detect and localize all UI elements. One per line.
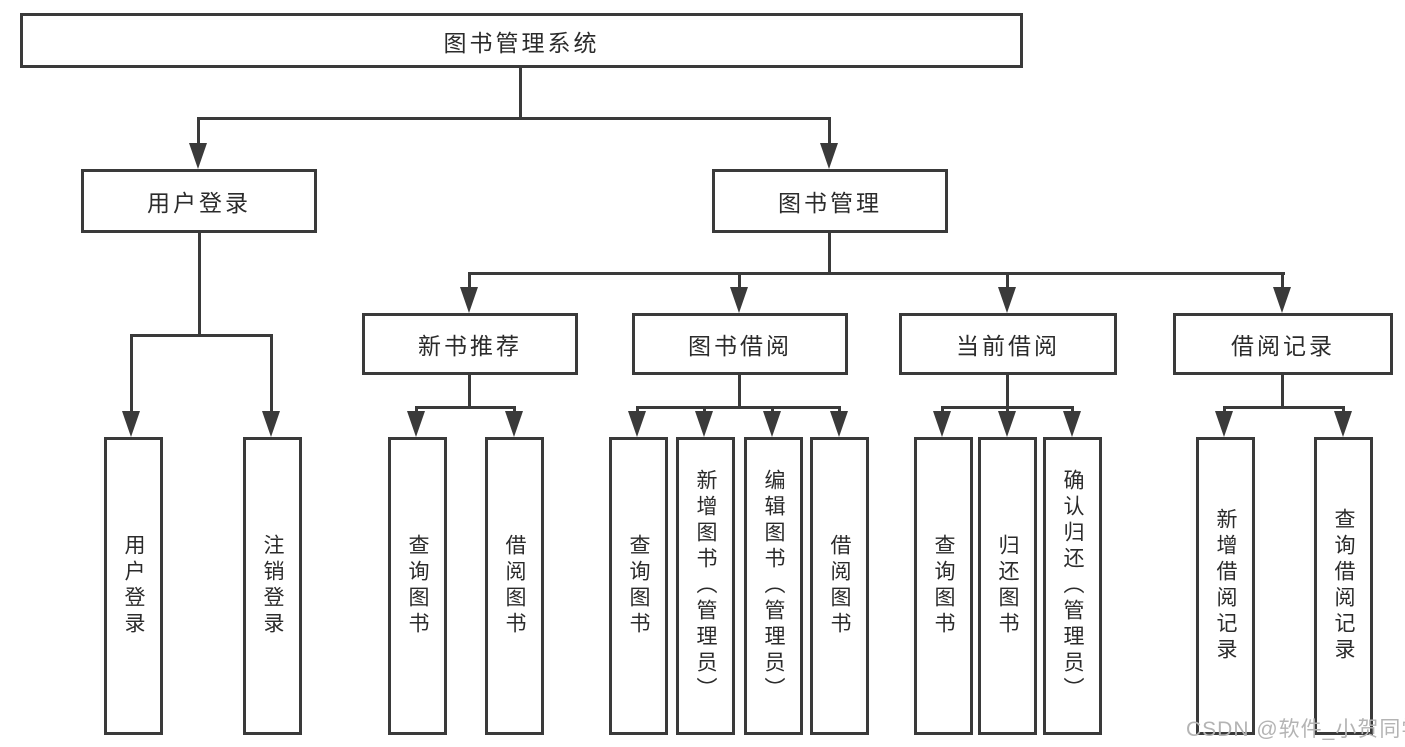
connector-book-management-hbar	[468, 272, 1285, 275]
connector-user-login-stem	[198, 233, 201, 335]
leaf-query-books-borrow: 查询图书	[609, 437, 668, 735]
node-new-book-recommend: 新书推荐	[362, 313, 578, 375]
leaf-add-borrow-record-label: 新增借阅记录	[1214, 508, 1237, 664]
arrow-down-icon	[1063, 411, 1081, 437]
arrow-down-icon	[695, 411, 713, 437]
connector-drop-leaf	[771, 406, 774, 414]
leaf-query-books-label: 查询图书	[932, 534, 955, 638]
arrow-down-icon	[189, 143, 207, 169]
leaf-query-books-label: 查询图书	[406, 534, 429, 638]
connector-drop-leaf	[1342, 406, 1345, 414]
leaf-query-books-recommend: 查询图书	[388, 437, 447, 735]
node-book-borrow-label: 图书借阅	[688, 333, 792, 359]
connector-current-borrow-stem	[1006, 375, 1009, 409]
connector-new-book-stem	[468, 375, 471, 409]
connector-drop-book-borrow	[738, 272, 741, 289]
leaf-query-borrow-record-label: 查询借阅记录	[1332, 508, 1355, 664]
connector-drop-leaf	[415, 406, 418, 414]
arrow-down-icon	[262, 411, 280, 437]
connector-user-login-hbar	[130, 334, 273, 337]
leaf-logout-label: 注销登录	[261, 534, 284, 638]
node-root: 图书管理系统	[20, 13, 1023, 68]
leaf-add-borrow-record: 新增借阅记录	[1196, 437, 1255, 735]
arrow-down-icon	[820, 143, 838, 169]
leaf-edit-books-admin: 编辑图书（管理员）	[744, 437, 803, 735]
connector-book-borrow-hbar	[636, 406, 841, 409]
arrow-down-icon	[628, 411, 646, 437]
leaf-return-books-label: 归还图书	[996, 534, 1019, 638]
leaf-confirm-return-admin-label: 确认归还（管理员）	[1061, 469, 1084, 703]
arrow-down-icon	[407, 411, 425, 437]
connector-root-hbar	[197, 117, 831, 120]
arrow-down-icon	[505, 411, 523, 437]
leaf-edit-books-admin-label: 编辑图书（管理员）	[762, 469, 785, 703]
connector-book-borrow-stem	[738, 375, 741, 409]
connector-drop-leaf	[513, 406, 516, 414]
connector-drop-leaf-logout	[270, 334, 273, 413]
arrow-down-icon	[730, 287, 748, 313]
leaf-add-books-admin-label: 新增图书（管理员）	[694, 469, 717, 703]
node-user-login-label: 用户登录	[147, 190, 251, 216]
leaf-logout: 注销登录	[243, 437, 302, 735]
connector-drop-book-management	[828, 117, 831, 145]
arrow-down-icon	[1273, 287, 1291, 313]
node-borrow-records: 借阅记录	[1173, 313, 1393, 375]
leaf-user-login: 用户登录	[104, 437, 163, 735]
node-book-borrow: 图书借阅	[632, 313, 848, 375]
connector-drop-leaf	[1071, 406, 1074, 414]
connector-drop-leaf	[941, 406, 944, 414]
arrow-down-icon	[933, 411, 951, 437]
node-book-management: 图书管理	[712, 169, 948, 233]
arrow-down-icon	[1334, 411, 1352, 437]
arrow-down-icon	[830, 411, 848, 437]
csdn-watermark: CSDN @软件_小贺同学	[1186, 718, 1405, 741]
node-current-borrow-label: 当前借阅	[956, 333, 1060, 359]
arrow-down-icon	[998, 411, 1016, 437]
connector-drop-leaf	[1223, 406, 1226, 414]
node-new-book-recommend-label: 新书推荐	[418, 333, 522, 359]
leaf-query-books-current: 查询图书	[914, 437, 973, 735]
leaf-borrow-books-label: 借阅图书	[828, 534, 851, 638]
node-borrow-records-label: 借阅记录	[1231, 333, 1335, 359]
arrow-down-icon	[763, 411, 781, 437]
connector-book-management-stem	[828, 233, 831, 275]
connector-drop-new-book	[468, 272, 471, 289]
node-current-borrow: 当前借阅	[899, 313, 1117, 375]
leaf-add-books-admin: 新增图书（管理员）	[676, 437, 735, 735]
connector-drop-leaf-login	[130, 334, 133, 413]
connector-drop-user-login	[197, 117, 200, 145]
leaf-user-login-label: 用户登录	[122, 534, 145, 638]
node-root-label: 图书管理系统	[443, 29, 600, 56]
connector-drop-current-borrow	[1006, 272, 1009, 289]
connector-drop-leaf	[636, 406, 639, 414]
connector-drop-borrow-records	[1281, 272, 1284, 289]
leaf-return-books: 归还图书	[978, 437, 1037, 735]
leaf-borrow-books: 借阅图书	[810, 437, 869, 735]
arrow-down-icon	[122, 411, 140, 437]
connector-drop-leaf	[838, 406, 841, 414]
connector-new-book-hbar	[415, 406, 516, 409]
node-user-login: 用户登录	[81, 169, 317, 233]
connector-drop-leaf	[1006, 406, 1009, 414]
arrow-down-icon	[1215, 411, 1233, 437]
arrow-down-icon	[998, 287, 1016, 313]
leaf-confirm-return-admin: 确认归还（管理员）	[1043, 437, 1102, 735]
connector-root-stem	[519, 66, 522, 118]
connector-borrow-records-stem	[1281, 375, 1284, 409]
leaf-query-books-label: 查询图书	[627, 534, 650, 638]
leaf-query-borrow-record: 查询借阅记录	[1314, 437, 1373, 735]
arrow-down-icon	[460, 287, 478, 313]
leaf-borrow-books-label: 借阅图书	[503, 534, 526, 638]
connector-borrow-records-hbar	[1223, 406, 1345, 409]
connector-drop-leaf	[703, 406, 706, 414]
leaf-borrow-books-recommend: 借阅图书	[485, 437, 544, 735]
node-book-management-label: 图书管理	[778, 190, 882, 216]
